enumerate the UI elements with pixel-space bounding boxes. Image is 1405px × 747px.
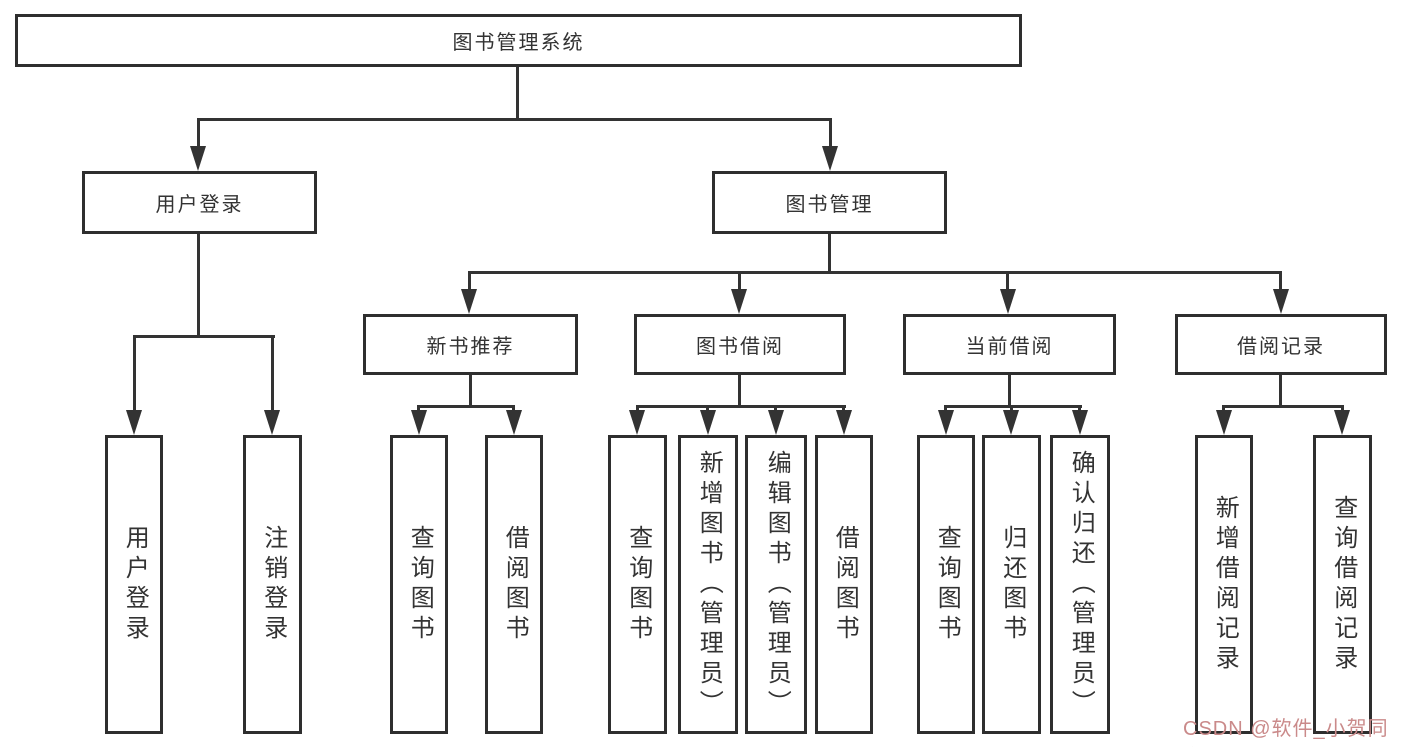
node-user-login: 用户登录 — [82, 171, 317, 234]
connector-line — [944, 405, 947, 413]
connector-line — [1222, 405, 1225, 413]
arrow-down-icon — [126, 410, 142, 435]
connector-line — [1279, 375, 1282, 407]
connector-line — [418, 405, 515, 408]
node-label: 用户登录 — [155, 194, 244, 216]
connector-line — [512, 405, 515, 413]
node-label: 图书管理 — [785, 194, 874, 216]
arrow-down-icon — [1000, 289, 1016, 314]
arrow-down-icon — [822, 146, 838, 171]
connector-line — [829, 118, 832, 148]
connector-line — [468, 271, 471, 291]
node-search-books-recommend: 查询图书 — [390, 435, 448, 734]
arrow-down-icon — [1273, 289, 1289, 314]
node-label: 新增借阅记录 — [1211, 494, 1239, 675]
node-label: 用户登录 — [121, 524, 149, 645]
connector-line — [828, 234, 831, 274]
node-label: 查询图书 — [406, 524, 434, 645]
arrow-down-icon — [1216, 410, 1232, 435]
node-label: 归还图书 — [998, 524, 1026, 645]
connector-line — [1078, 405, 1081, 413]
node-add-books-admin: 新增图书（管理员） — [678, 435, 738, 734]
node-label: 查询图书 — [933, 524, 961, 645]
node-label: 借阅图书 — [501, 524, 529, 645]
arrow-down-icon — [1072, 410, 1088, 435]
arrow-down-icon — [264, 410, 280, 435]
arrow-down-icon — [768, 410, 784, 435]
node-borrowing-records: 借阅记录 — [1175, 314, 1387, 375]
connector-line — [842, 405, 845, 413]
connector-line — [1010, 405, 1013, 413]
node-label: 查询借阅记录 — [1329, 494, 1357, 675]
arrow-down-icon — [629, 410, 645, 435]
node-current-borrowing: 当前借阅 — [903, 314, 1116, 375]
node-search-books-borrowing: 查询图书 — [608, 435, 667, 734]
node-borrow-books-recommend: 借阅图书 — [485, 435, 543, 734]
csdn-watermark: CSDN @软件_小贺同学 — [1183, 718, 1389, 740]
node-label: 借阅图书 — [831, 524, 859, 645]
arrow-down-icon — [506, 410, 522, 435]
node-confirm-return-admin: 确认归还（管理员） — [1050, 435, 1110, 734]
connector-line — [636, 405, 639, 413]
arrow-down-icon — [938, 410, 954, 435]
connector-line — [945, 405, 1082, 408]
connector-line — [197, 234, 200, 337]
node-search-books-current: 查询图书 — [917, 435, 975, 734]
arrow-down-icon — [700, 410, 716, 435]
connector-line — [1006, 271, 1009, 291]
connector-line — [738, 271, 741, 291]
node-new-book-recommendation: 新书推荐 — [363, 314, 578, 375]
node-label: 图书借阅 — [696, 336, 784, 358]
arrow-down-icon — [731, 289, 747, 314]
connector-line — [1279, 271, 1282, 291]
connector-line — [271, 335, 274, 411]
node-book-management: 图书管理 — [712, 171, 947, 234]
node-add-borrow-record: 新增借阅记录 — [1195, 435, 1253, 734]
node-label: 查询图书 — [624, 524, 652, 645]
arrow-down-icon — [1003, 410, 1019, 435]
connector-line — [1223, 405, 1344, 408]
arrow-down-icon — [190, 146, 206, 171]
connector-line — [636, 405, 846, 408]
connector-line — [706, 405, 709, 413]
connector-line — [1341, 405, 1344, 413]
node-edit-books-admin: 编辑图书（管理员） — [745, 435, 807, 734]
node-logout: 注销登录 — [243, 435, 302, 734]
connector-line — [516, 66, 519, 120]
node-label: 当前借阅 — [965, 336, 1054, 358]
node-borrow-books-borrowing: 借阅图书 — [815, 435, 873, 734]
node-label: 新书推荐 — [426, 336, 515, 358]
connector-line — [774, 405, 777, 413]
connector-line — [133, 335, 275, 338]
connector-line — [1008, 375, 1011, 407]
node-search-borrow-record: 查询借阅记录 — [1313, 435, 1372, 734]
node-label: 编辑图书（管理员） — [763, 449, 791, 720]
node-book-borrowing: 图书借阅 — [634, 314, 846, 375]
node-label: 新增图书（管理员） — [695, 449, 723, 720]
node-label: 借阅记录 — [1237, 336, 1325, 358]
connector-line — [417, 405, 420, 413]
arrow-down-icon — [461, 289, 477, 314]
node-user-login-action: 用户登录 — [105, 435, 163, 734]
node-label: 图书管理系统 — [452, 32, 585, 54]
connector-line — [738, 375, 741, 407]
arrow-down-icon — [836, 410, 852, 435]
node-return-books: 归还图书 — [982, 435, 1041, 734]
node-label: 确认归还（管理员） — [1067, 449, 1095, 720]
connector-line — [197, 118, 200, 148]
arrow-down-icon — [411, 410, 427, 435]
connector-line — [133, 335, 136, 411]
node-book-management-system: 图书管理系统 — [15, 14, 1022, 67]
node-label: 注销登录 — [259, 524, 287, 645]
connector-line — [197, 118, 832, 121]
connector-line — [469, 375, 472, 407]
connector-line — [468, 271, 1282, 274]
arrow-down-icon — [1334, 410, 1350, 435]
